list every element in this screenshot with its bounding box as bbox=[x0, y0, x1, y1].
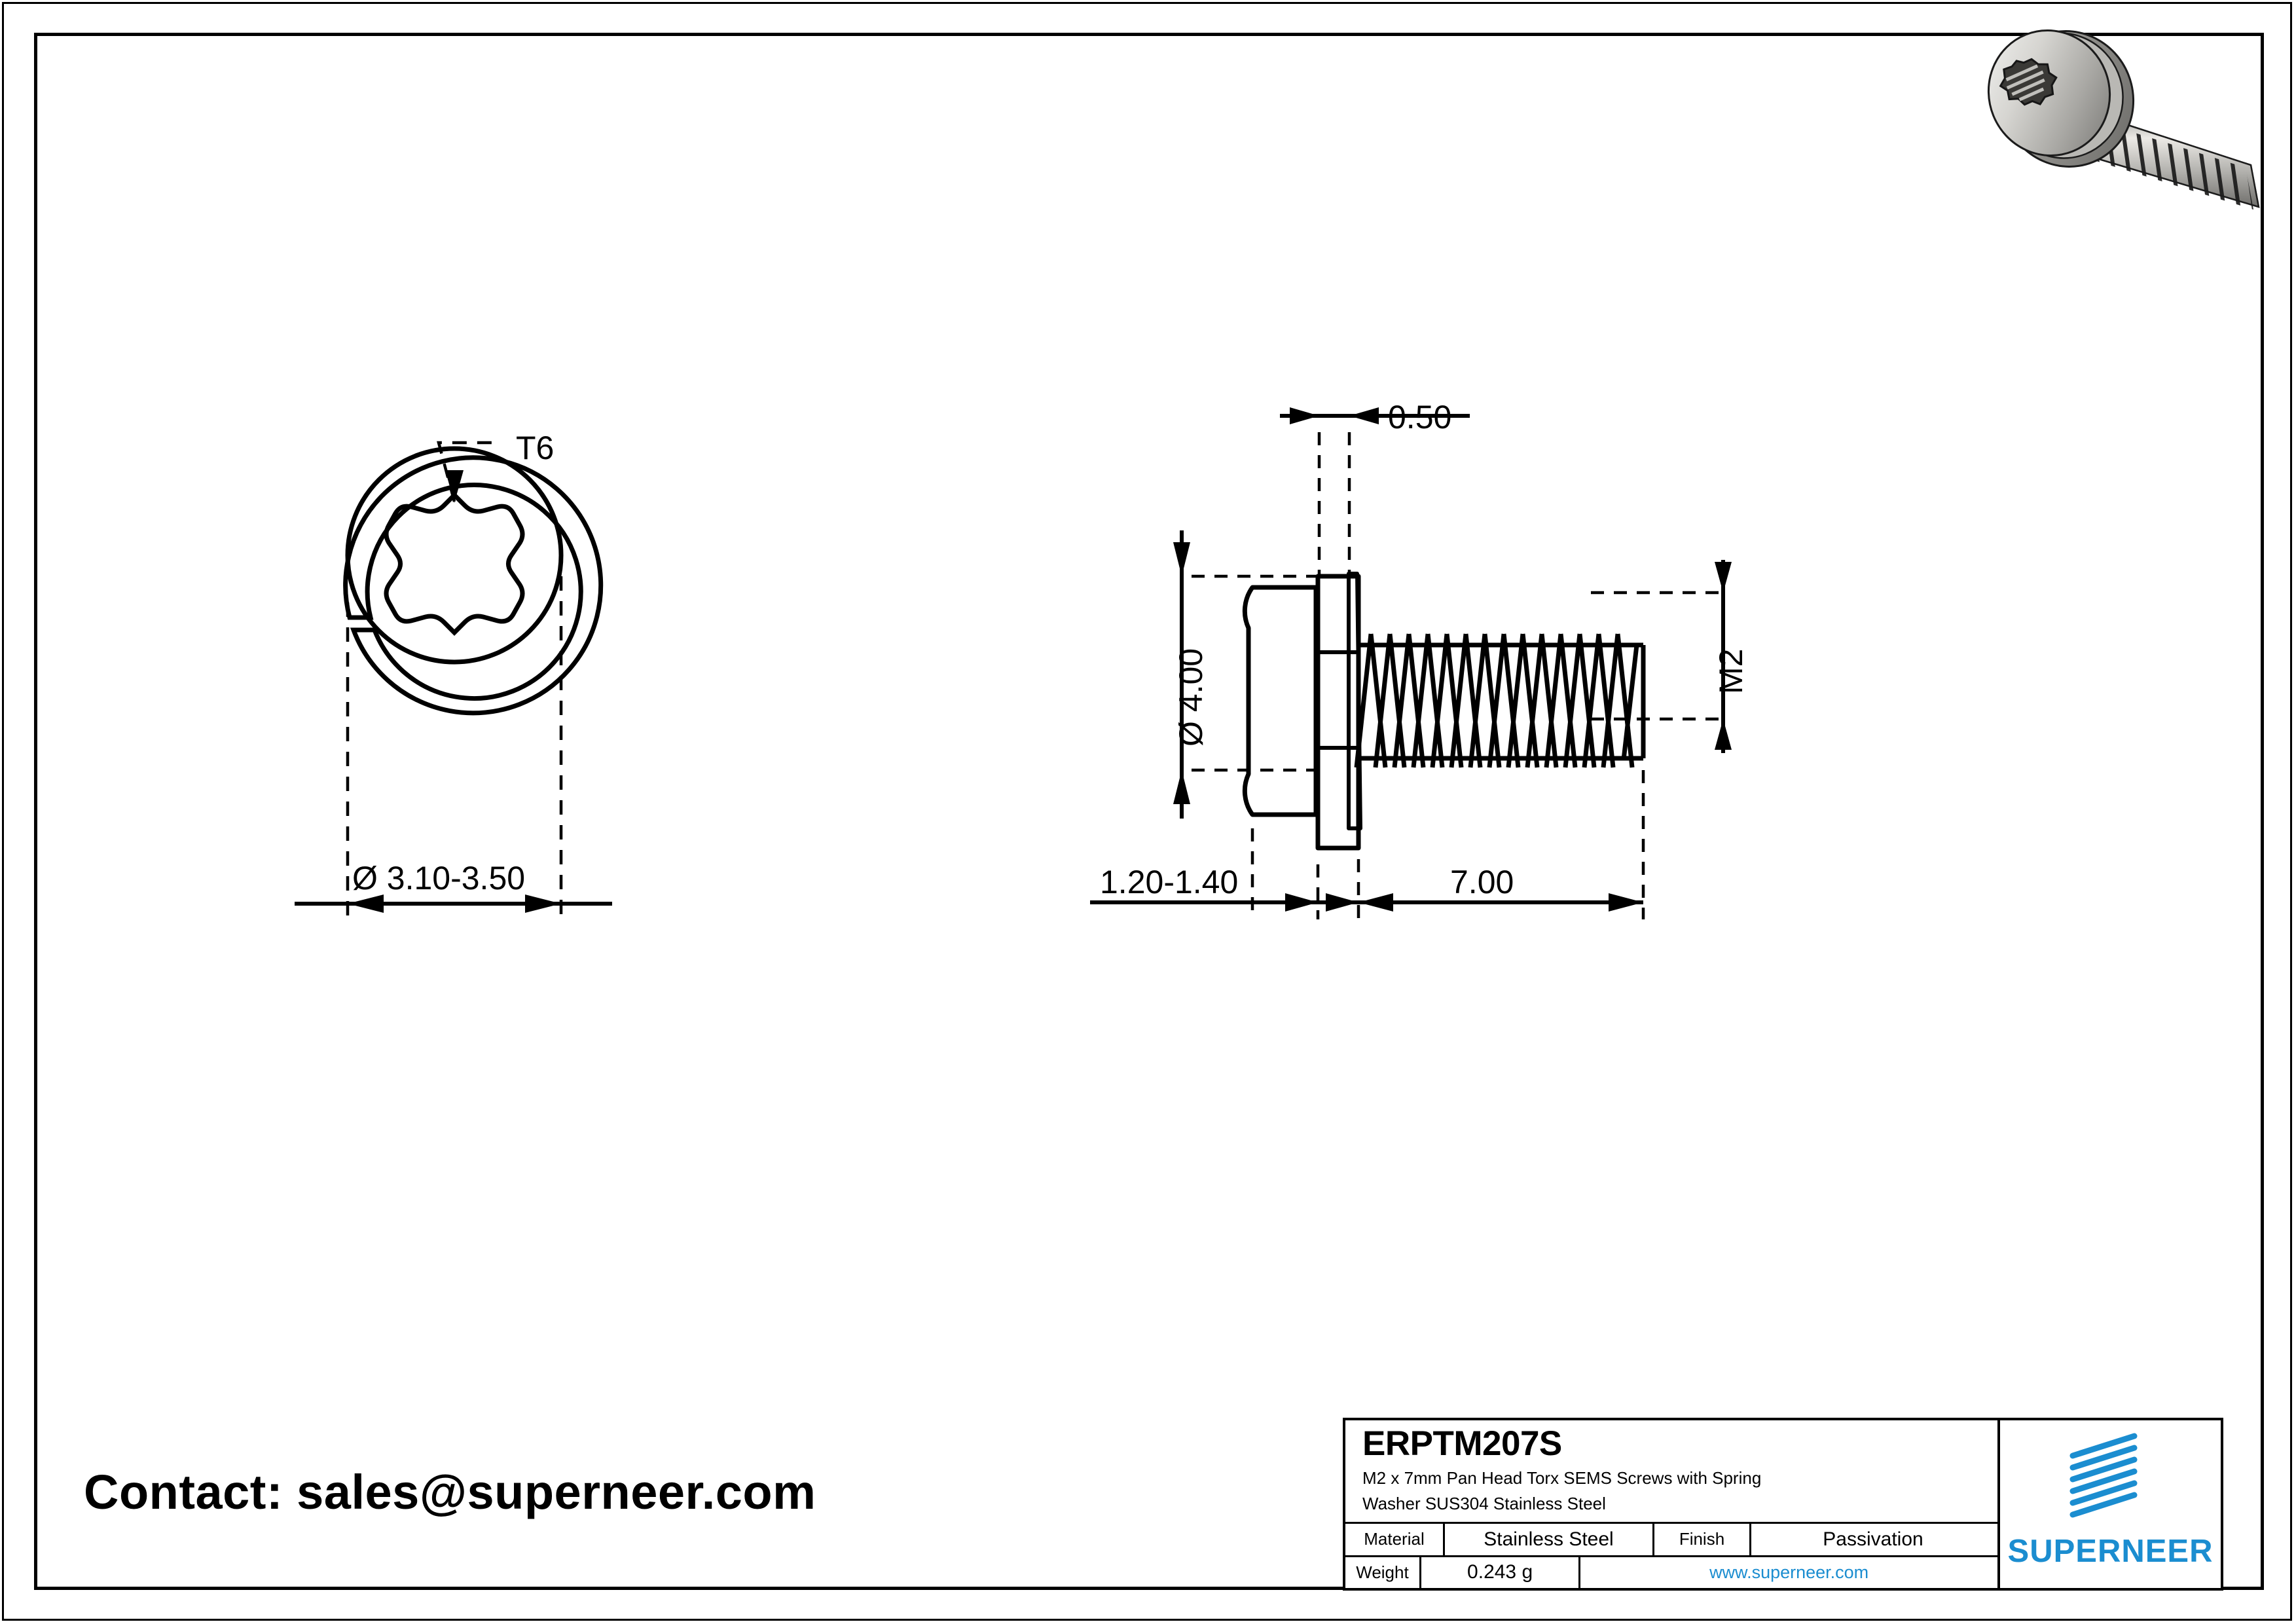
material-value: Stainless Steel bbox=[1445, 1524, 1654, 1555]
drive-callout-label: T6 bbox=[516, 430, 555, 466]
title-block: ERPTM207S M2 x 7mm Pan Head Torx SEMS Sc… bbox=[1343, 1418, 2223, 1591]
part-description-line-2: Washer SUS304 Stainless Steel bbox=[1362, 1493, 1606, 1513]
washer-thickness-label: 0.50 bbox=[1388, 399, 1452, 435]
head-height-label: 1.20-1.40 bbox=[1100, 864, 1239, 900]
thread-size-label: M2 bbox=[1713, 648, 1749, 694]
superneer-logo-icon bbox=[2068, 1432, 2145, 1524]
weight-label: Weight bbox=[1345, 1557, 1421, 1588]
head-diameter-label: Ø 4.00 bbox=[1173, 648, 1209, 747]
finish-label: Finish bbox=[1654, 1524, 1751, 1555]
part-number: ERPTM207S bbox=[1362, 1424, 1562, 1463]
screw-3d-render bbox=[1958, 13, 2272, 216]
website-link[interactable]: www.superneer.com bbox=[1709, 1562, 1869, 1582]
website-cell[interactable]: www.superneer.com bbox=[1580, 1557, 1997, 1589]
pan-head-3d bbox=[1987, 29, 2111, 157]
contact-email-text: Contact: sales@superneer.com bbox=[84, 1465, 816, 1519]
material-finish-row: Material Stainless Steel Finish Passivat… bbox=[1345, 1524, 1997, 1557]
material-label: Material bbox=[1345, 1524, 1445, 1555]
title-block-logo-area: SUPERNEER bbox=[2000, 1420, 2221, 1588]
thread-length-label: 7.00 bbox=[1450, 864, 1514, 900]
front-view-diameter-label: Ø 3.10-3.50 bbox=[352, 860, 526, 896]
part-description-line-1: M2 x 7mm Pan Head Torx SEMS Screws with … bbox=[1362, 1467, 1762, 1488]
title-block-description-area: ERPTM207S M2 x 7mm Pan Head Torx SEMS Sc… bbox=[1345, 1420, 1997, 1524]
weight-value: 0.243 g bbox=[1421, 1557, 1581, 1588]
torx-socket-3d bbox=[1999, 58, 2058, 106]
title-block-left: ERPTM207S M2 x 7mm Pan Head Torx SEMS Sc… bbox=[1345, 1420, 2000, 1588]
finish-value: Passivation bbox=[1823, 1528, 1923, 1550]
drawing-frame bbox=[34, 33, 2264, 1590]
brand-name: SUPERNEER bbox=[2007, 1534, 2214, 1569]
weight-website-row: Weight 0.243 g www.superneer.com bbox=[1345, 1557, 1997, 1589]
